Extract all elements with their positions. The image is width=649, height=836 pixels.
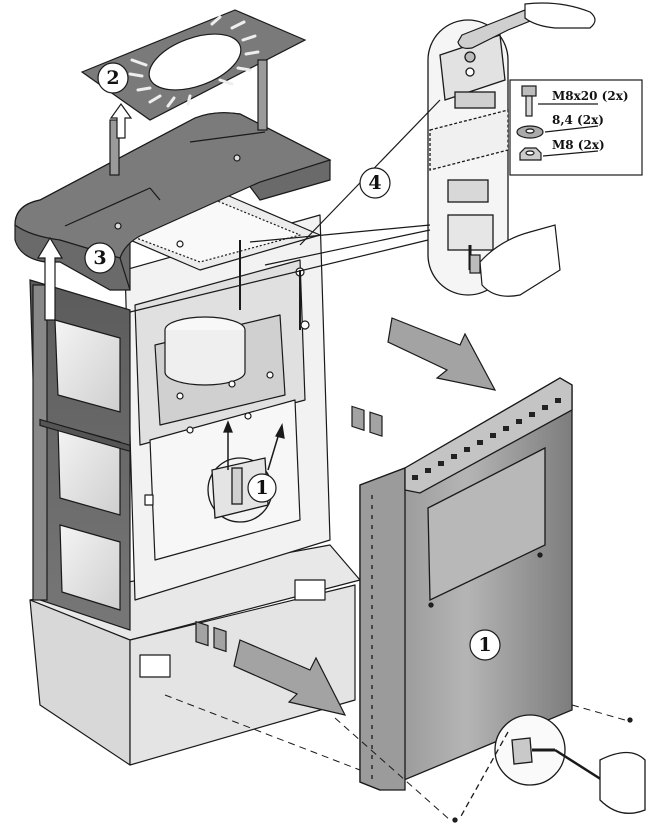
callout-4-text: 4 [368,172,381,194]
callout-2-text: 2 [106,67,119,89]
parts-list-box: M8x20 (2x) 8,4 (2x) M8 (2x) [509,79,643,176]
arrow-front-panel [387,317,497,391]
glass-pane-bottom [59,524,121,611]
grille-opening [148,33,242,91]
front-panel-window [427,446,546,602]
callout-1-bracket-text: 1 [255,477,268,499]
screw-icon [511,737,533,765]
washer-icon [516,125,544,139]
callout-1-panel: 1 [469,629,501,661]
callout-3-text: 3 [93,247,106,269]
guide-lines [164,694,626,821]
part-label-washer: 8,4 (2x) [552,113,604,127]
side-glass-frame [29,279,131,631]
stove-body [29,189,361,766]
callout-2: 2 [97,62,129,94]
part-label-bolt: M8x20 (2x) [552,89,629,103]
detail-inset-view [427,19,509,296]
screwdriver-detail [452,714,646,823]
hand-screwdriver-icon [599,751,646,814]
arrow-front-panel-lower [233,639,347,716]
hand-top-icon [524,2,596,29]
hand-nut-illustration [469,224,561,297]
arrow-up-grille [109,102,133,139]
direction-arrows [36,102,497,716]
callout-3: 3 [84,242,116,274]
callout-1-bracket: 1 [247,473,277,503]
arrow-up-frame [36,236,64,321]
front-panel-part [359,377,573,791]
top-grille-part [80,9,307,176]
glass-pane-top [54,319,121,413]
callout-labels: 2 3 4 1 1 [84,62,501,661]
hand-wrench-illustration [457,2,596,49]
callout-1-panel-text: 1 [478,634,491,656]
bracket-detail [207,420,285,523]
bolt-icon [521,85,537,117]
nut-icon [519,147,542,161]
hand-bottom-icon [479,224,561,297]
callout-4: 4 [359,167,391,199]
part-label-nut: M8 (2x) [552,138,605,152]
